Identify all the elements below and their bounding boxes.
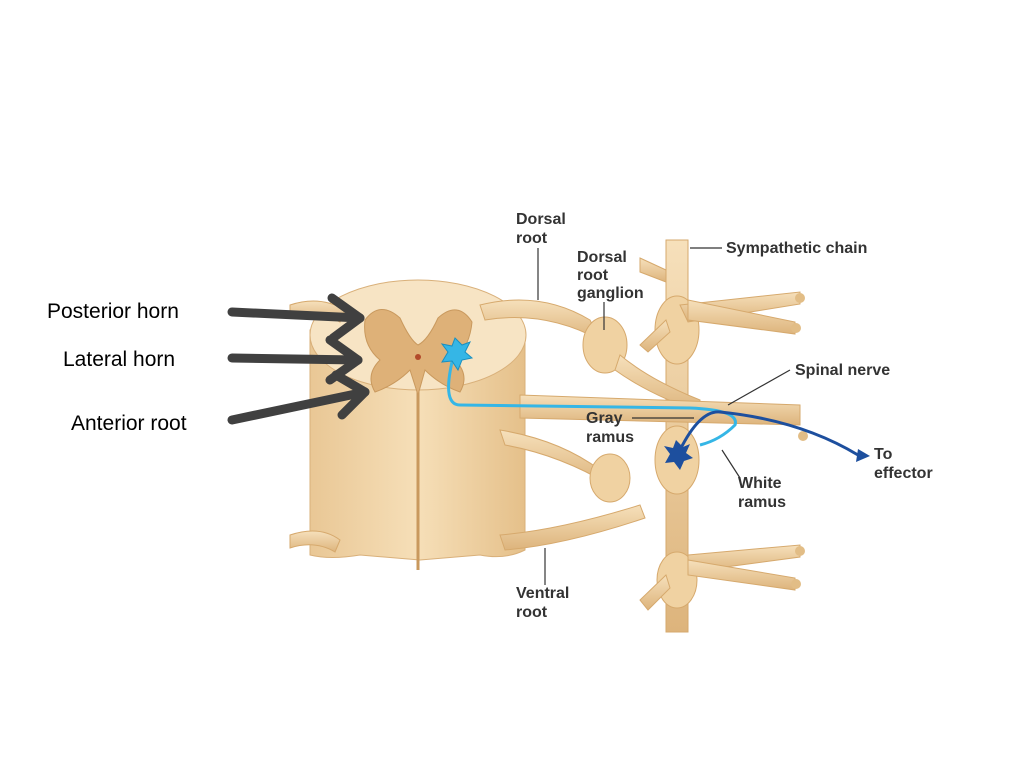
posterior-horn-label: Posterior horn xyxy=(47,300,179,323)
to-effector-label-line2: effector xyxy=(874,465,933,482)
spinal-nerve-label: Spinal nerve xyxy=(795,362,890,379)
anterior-root-label: Anterior root xyxy=(71,412,187,435)
white-ramus-label-line1: White xyxy=(738,475,782,492)
lateral-horn-label: Lateral horn xyxy=(63,348,176,371)
dorsal-root-label-line1: Dorsal xyxy=(516,211,566,228)
ventral-root-label-line1: Ventral xyxy=(516,585,569,602)
sympathetic-chain-label: Sympathetic chain xyxy=(726,240,867,257)
spinal-nerve xyxy=(519,394,801,426)
gray-ramus-label-line1: Gray xyxy=(586,410,623,427)
drg-label-line1: Dorsal xyxy=(577,249,627,266)
dorsal-root-label-line2: root xyxy=(516,230,548,247)
to-effector-label-line1: To xyxy=(874,446,893,463)
gray-ramus-label-line2: ramus xyxy=(586,429,634,446)
white-ramus-label-line2: ramus xyxy=(738,494,786,511)
postganglionic-neuron xyxy=(664,410,870,470)
spinal-cord xyxy=(309,279,527,570)
effector-arrowhead xyxy=(856,449,870,462)
leader-lines xyxy=(537,247,791,585)
drg-label-line3: ganglion xyxy=(577,285,644,302)
anterior-root-arrow xyxy=(227,370,370,425)
ventral-root-label-line2: root xyxy=(516,604,548,621)
posterior-horn-arrow xyxy=(227,293,365,343)
pointer-arrows xyxy=(227,293,370,425)
drg-label-line2: root xyxy=(577,267,609,284)
ventral-root xyxy=(499,429,646,551)
dorsal-root-ganglion xyxy=(582,316,628,374)
